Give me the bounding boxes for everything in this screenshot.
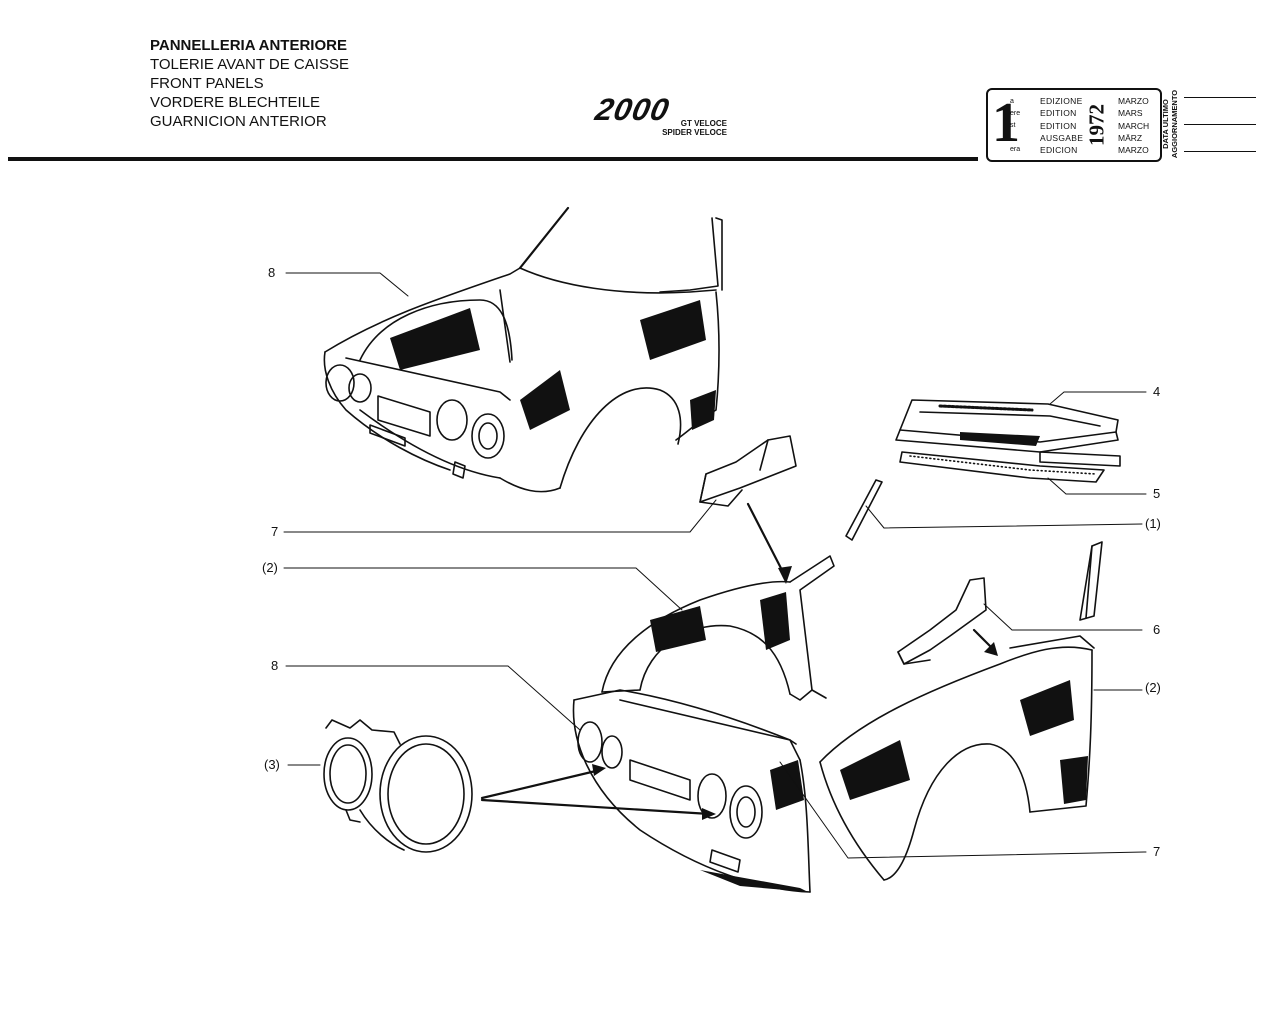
edition-month: MÄRZ	[1118, 132, 1143, 143]
callout-7-bottom: 7	[1153, 844, 1161, 859]
model-variants: GT VELOCE SPIDER VELOCE	[657, 119, 727, 137]
callout-2-left: (2)	[262, 560, 278, 575]
edition-box: 1 a ere st . era EDIZIONE EDITION EDITIO…	[986, 88, 1162, 162]
left-fender	[601, 555, 835, 701]
edition-month: MARCH	[1118, 120, 1150, 131]
right-fender	[819, 635, 1095, 881]
edition-word: EDICION	[1040, 145, 1078, 156]
seal-strip-upper	[845, 479, 883, 541]
front-panel-shading	[700, 760, 808, 892]
header-rule	[8, 157, 978, 161]
edition-number: 1	[992, 92, 1020, 154]
left-fender-shading	[650, 592, 790, 652]
edition-words: EDIZIONE EDITION EDITION AUSGABE EDICION	[1040, 95, 1083, 156]
title-line-en: FRONT PANELS	[150, 75, 264, 92]
title-line-it: PANNELLERIA ANTERIORE	[150, 37, 347, 54]
edition-suffix: ere	[1010, 110, 1021, 117]
title-line-fr: TOLERIE AVANT DE CAISSE	[150, 56, 349, 73]
callout-3: (3)	[264, 757, 280, 772]
headlamp-housing	[323, 719, 473, 853]
right-fender-shading	[840, 680, 1088, 804]
leader-lines	[283, 272, 1147, 859]
edition-month: MARS	[1118, 108, 1143, 119]
edition-suffix: st	[1010, 122, 1016, 129]
front-body-assembly	[323, 206, 723, 493]
update-field-line	[1184, 97, 1256, 98]
callout-7-left: 7	[271, 524, 279, 539]
edition-suffix: .	[1010, 134, 1012, 141]
edition-word: AUSGABE	[1040, 132, 1084, 143]
seal-strip-right	[1079, 541, 1103, 621]
edition-suffix: a	[1010, 98, 1014, 105]
bracket-right	[897, 577, 987, 665]
scuttle-seal	[899, 451, 1105, 483]
model-variant-spider: SPIDER VELOCE	[662, 128, 727, 137]
bracket-left	[699, 435, 797, 507]
callout-5: 5	[1153, 486, 1161, 501]
front-body-shading	[390, 300, 716, 430]
callout-2-right: (2)	[1145, 680, 1161, 695]
edition-word: EDITION	[1040, 120, 1077, 131]
edition-suffix: era	[1010, 146, 1021, 153]
model-variant-gt: GT VELOCE	[680, 119, 727, 128]
arrow-heads	[592, 566, 998, 820]
edition-month: MARZO	[1118, 145, 1149, 156]
assembly-arrows	[480, 502, 996, 816]
callout-8-top: 8	[268, 265, 276, 280]
callout-1: (1)	[1145, 516, 1161, 531]
edition-month: MARZO	[1118, 96, 1149, 106]
scuttle-panel	[895, 399, 1121, 467]
update-field-line	[1184, 151, 1256, 152]
edition-word: EDITION	[1040, 108, 1077, 119]
callout-4: 4	[1153, 384, 1161, 399]
title-block: PANNELLERIA ANTERIORE TOLERIE AVANT DE C…	[150, 36, 349, 131]
callout-8-bottom: 8	[271, 658, 279, 673]
title-line-de: VORDERE BLECHTEILE	[150, 94, 321, 111]
update-field-line	[1184, 124, 1256, 125]
edition-months: MARZO MARS MARCH MÄRZ MARZO	[1118, 95, 1149, 156]
title-line-es: GUARNICION ANTERIOR	[150, 113, 327, 130]
edition-word: EDIZIONE	[1040, 96, 1083, 106]
callout-6: 6	[1153, 622, 1161, 637]
scuttle-shading	[960, 432, 1040, 446]
